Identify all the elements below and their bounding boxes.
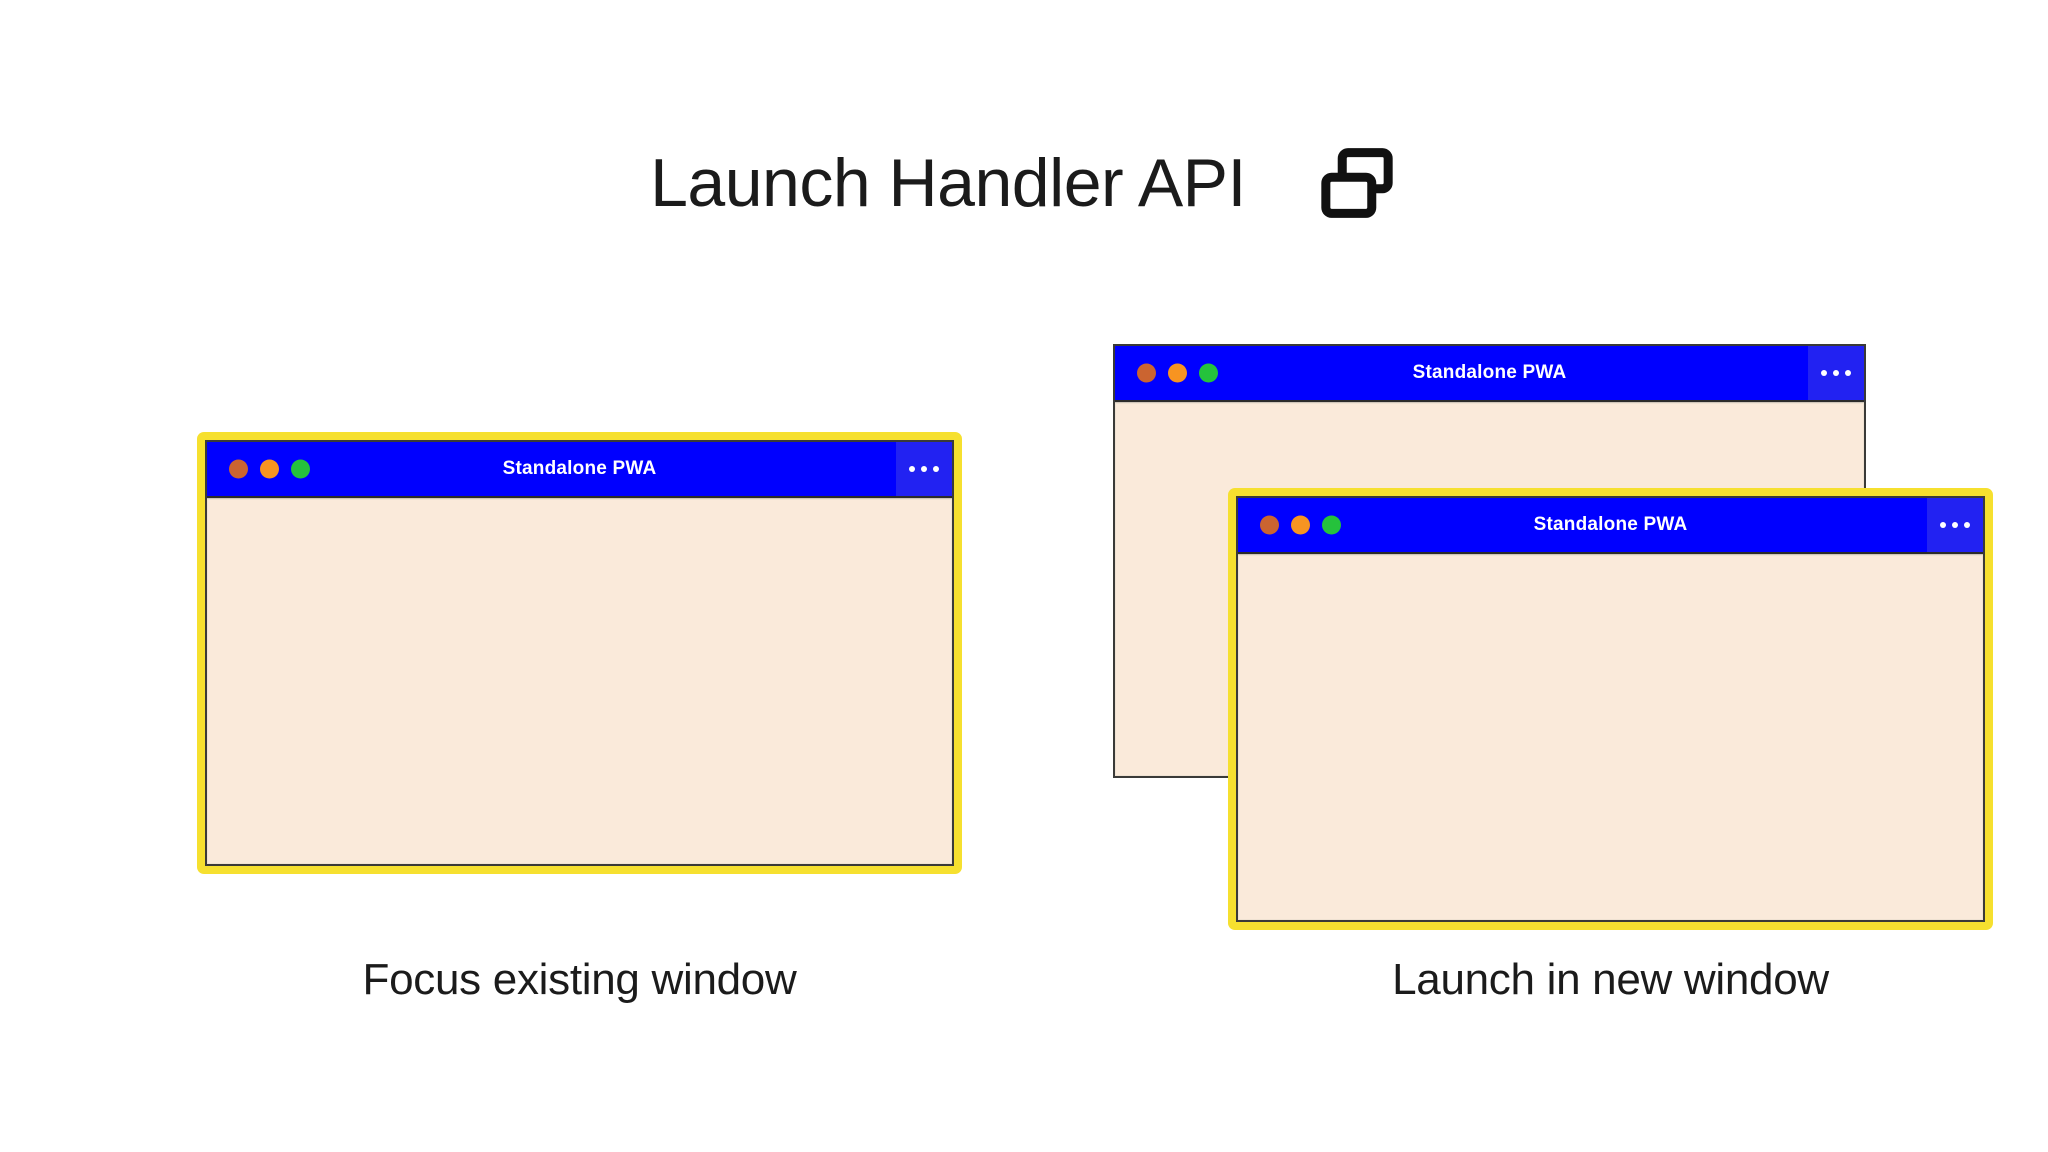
caption-launch-new: Launch in new window xyxy=(1392,955,1829,1004)
close-window-icon[interactable] xyxy=(229,459,248,479)
window-title: Standalone PWA xyxy=(1412,362,1567,383)
traffic-light-controls[interactable] xyxy=(1260,515,1341,535)
menu-dot xyxy=(1833,370,1839,376)
page-title: Launch Handler API xyxy=(650,145,1246,221)
window-content-area xyxy=(207,498,952,864)
pwa-window-focus-existing[interactable]: Standalone PWA xyxy=(197,432,962,874)
window-content-area xyxy=(1238,554,1983,920)
caption-focus-existing: Focus existing window xyxy=(362,955,797,1004)
traffic-light-controls[interactable] xyxy=(1137,363,1218,383)
pwa-window-new-foreground[interactable]: Standalone PWA xyxy=(1228,488,1993,930)
overflow-menu-icon[interactable] xyxy=(1927,498,1983,552)
menu-dot xyxy=(1964,522,1970,528)
traffic-light-controls[interactable] xyxy=(229,459,310,479)
menu-dot xyxy=(921,466,927,472)
minimize-window-icon[interactable] xyxy=(1291,515,1310,535)
maximize-window-icon[interactable] xyxy=(1322,515,1341,535)
window-title: Standalone PWA xyxy=(502,458,657,479)
menu-dot xyxy=(933,466,939,472)
window-frame: Standalone PWA xyxy=(205,440,954,866)
window-frame: Standalone PWA xyxy=(1236,496,1985,922)
maximize-window-icon[interactable] xyxy=(1199,363,1218,383)
overflow-menu-icon[interactable] xyxy=(1808,346,1864,400)
minimize-window-icon[interactable] xyxy=(1168,363,1187,383)
close-window-icon[interactable] xyxy=(1137,363,1156,383)
window-titlebar[interactable]: Standalone PWA xyxy=(1115,346,1864,402)
window-title: Standalone PWA xyxy=(1533,514,1688,535)
close-window-icon[interactable] xyxy=(1260,515,1279,535)
window-titlebar[interactable]: Standalone PWA xyxy=(1238,498,1983,554)
two-overlapping-windows-icon xyxy=(1321,148,1393,218)
menu-dot xyxy=(1952,522,1958,528)
menu-dot xyxy=(1845,370,1851,376)
maximize-window-icon[interactable] xyxy=(291,459,310,479)
page-header: Launch Handler API xyxy=(0,128,2048,238)
overflow-menu-icon[interactable] xyxy=(896,442,952,496)
menu-dot xyxy=(909,466,915,472)
minimize-window-icon[interactable] xyxy=(260,459,279,479)
menu-dot xyxy=(1821,370,1827,376)
menu-dot xyxy=(1940,522,1946,528)
window-titlebar[interactable]: Standalone PWA xyxy=(207,442,952,498)
